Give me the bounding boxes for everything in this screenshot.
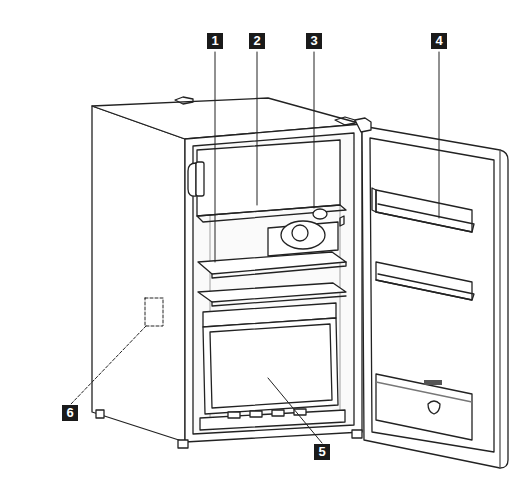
- callout-number: 3: [306, 33, 322, 49]
- leader-lines: [71, 52, 439, 443]
- callout-number: 2: [249, 33, 265, 49]
- callout-number: 5: [314, 444, 330, 460]
- callout-number: 6: [62, 405, 78, 421]
- callout-number: 4: [431, 33, 447, 49]
- callout-number: 1: [207, 33, 223, 49]
